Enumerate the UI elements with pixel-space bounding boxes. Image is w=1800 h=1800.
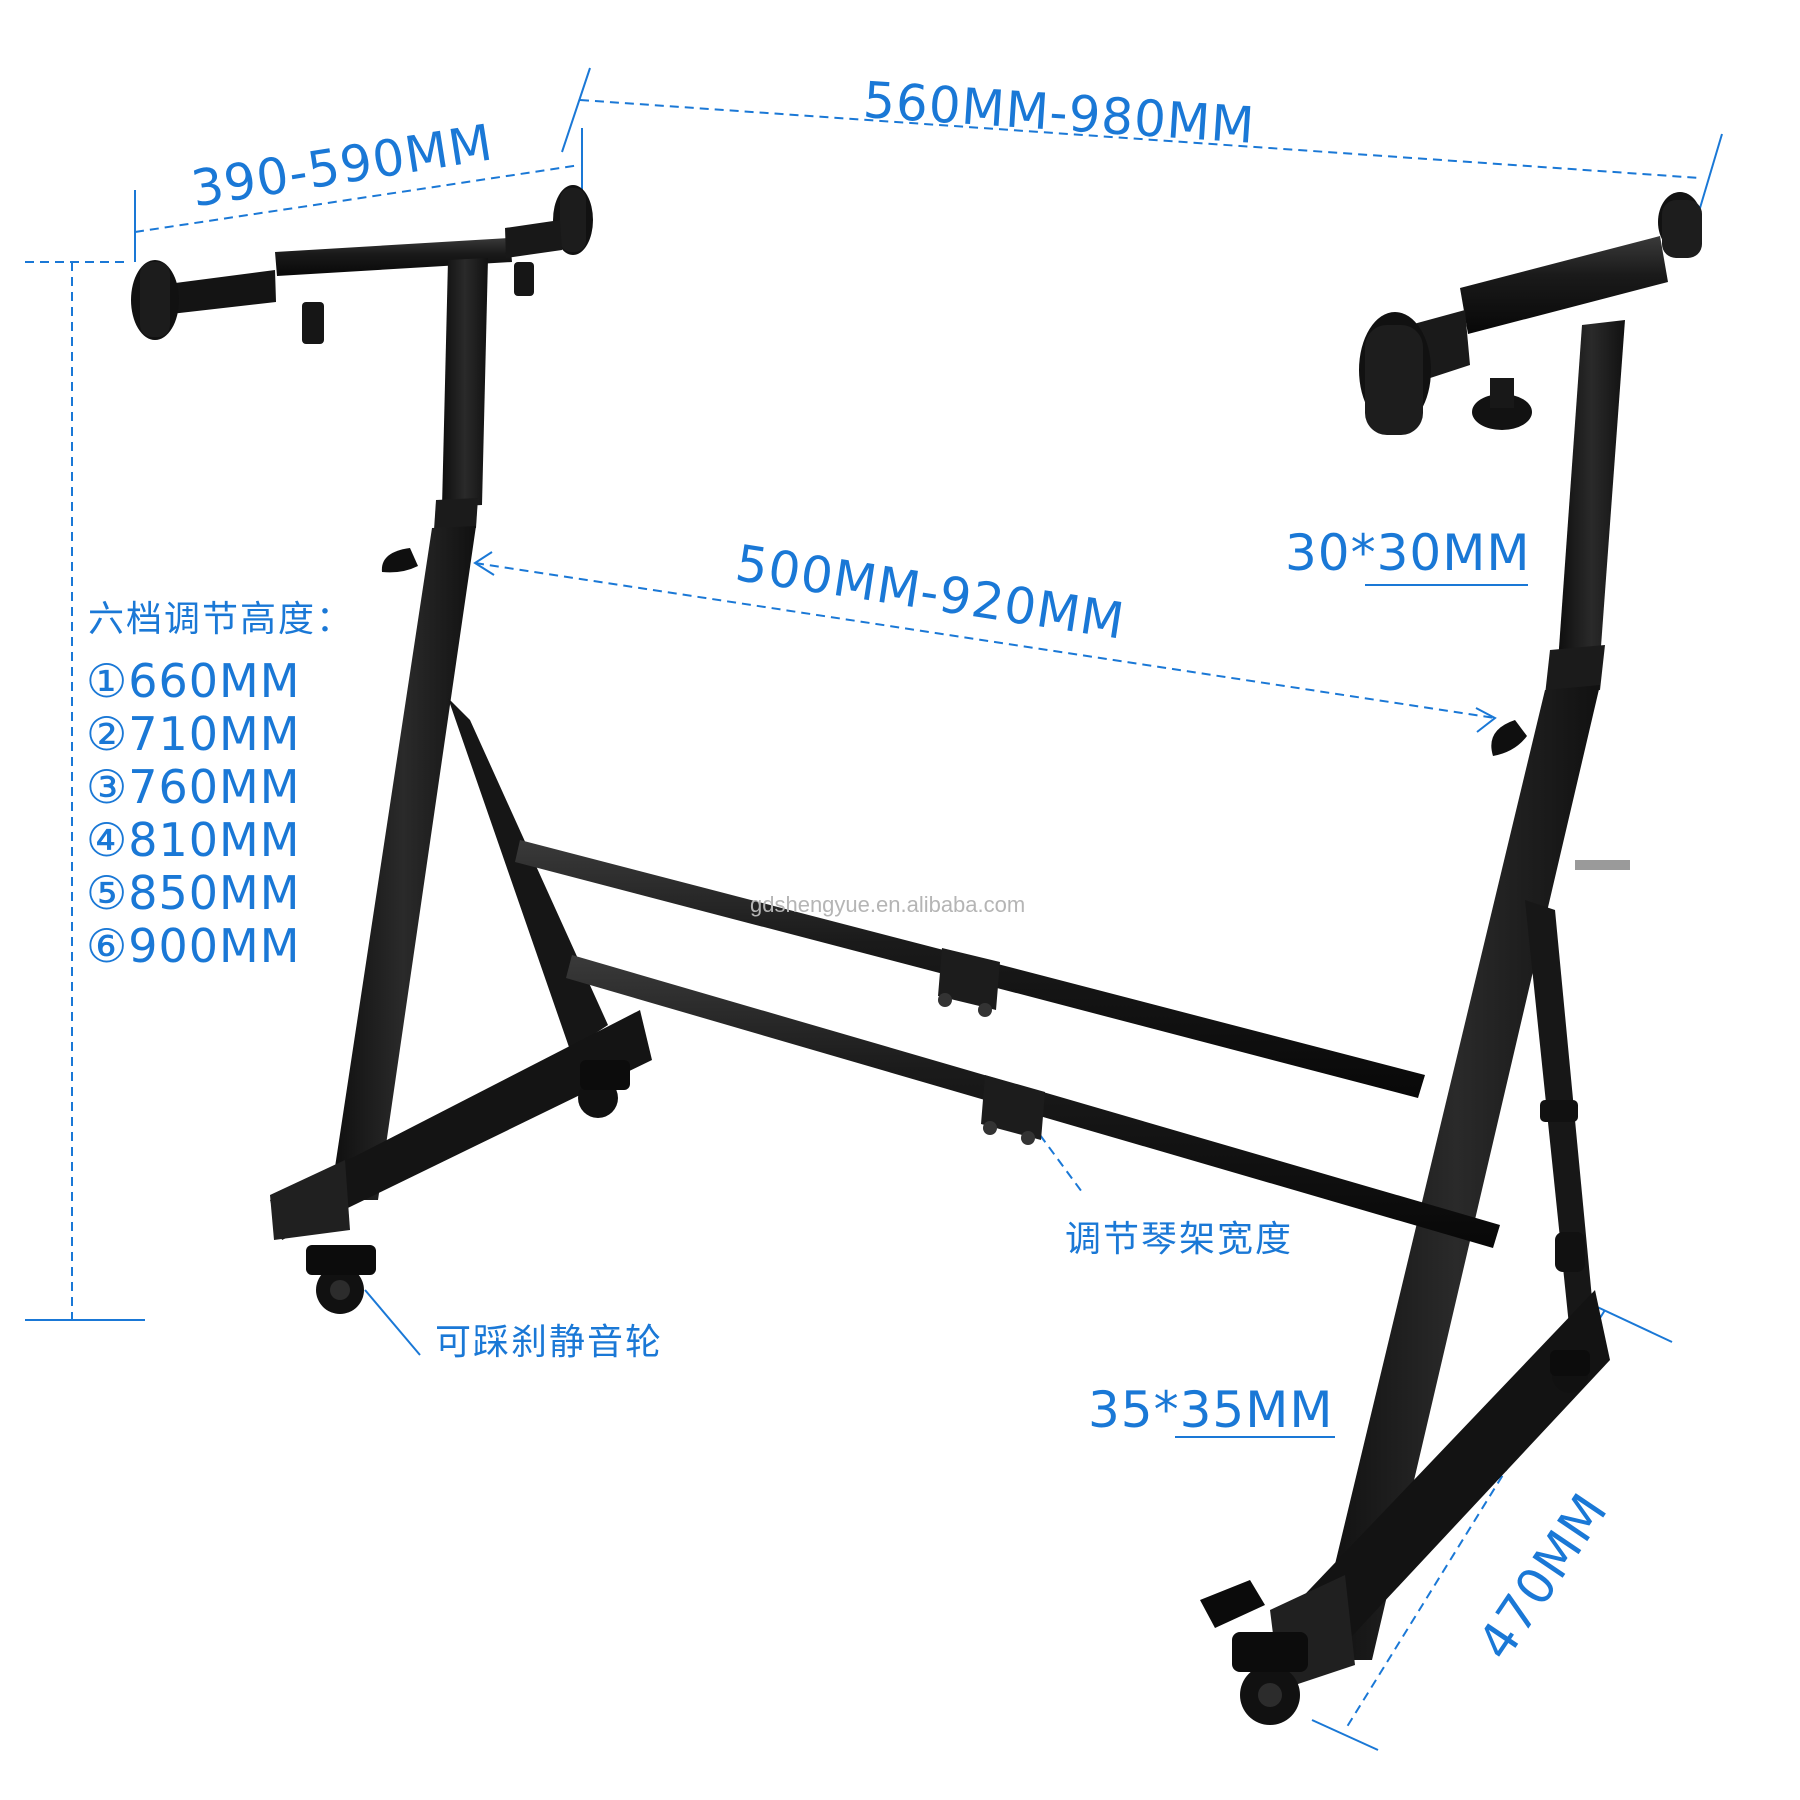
crossbars (515, 840, 1500, 1248)
height-option-5: ⑤850MM (86, 866, 301, 920)
watermark: gdshengyue.en.alibaba.com (750, 892, 1026, 917)
holder-depth-line (134, 164, 581, 233)
width-adjust-leader (1039, 1134, 1083, 1193)
top-width-tick-right (1699, 133, 1723, 209)
top-width-line (579, 99, 1701, 179)
height-title: 六档调节高度： (88, 599, 355, 640)
height-option-2: ②710MM (86, 707, 301, 761)
height-option-3: ③760MM (86, 760, 301, 814)
inner-width-line (474, 562, 1496, 719)
upper-tube-label: 30*30MM (1285, 524, 1531, 582)
height-option-6: ⑥900MM (86, 919, 301, 973)
base-depth-tick-bottom (1311, 1719, 1379, 1751)
height-option-4: ④810MM (86, 813, 301, 867)
left-frame (131, 185, 652, 1314)
lower-tube-label: 35*35MM (1088, 1381, 1334, 1439)
top-width-tick-left (561, 67, 591, 153)
wheel-leader (364, 1289, 421, 1356)
width-adjust-label: 调节琴架宽度 (1065, 1219, 1294, 1260)
dimension-lines (25, 67, 1723, 1751)
inner-width-arrows (473, 551, 1497, 733)
height-option-1: ①660MM (86, 654, 301, 708)
wheels-label: 可踩刹静音轮 (435, 1322, 664, 1363)
right-frame (1200, 192, 1702, 1725)
